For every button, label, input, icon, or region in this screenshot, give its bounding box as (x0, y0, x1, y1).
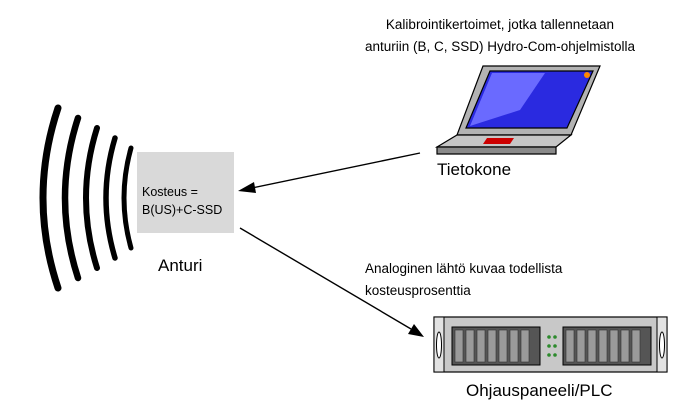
analog-output-caption: Analoginen lähtö kuvaa todellista kosteu… (365, 258, 562, 302)
sensor-formula-line1: Kosteus = (142, 185, 198, 199)
signal-waves-icon (39, 104, 134, 292)
sensor-label: Anturi (158, 256, 203, 275)
computer-label: Tietokone (437, 160, 512, 179)
control-panel-label: Ohjauspaneeli/PLC (466, 381, 613, 400)
sensor-formula-line2: B(US)+C-SSD (142, 203, 223, 217)
sensor-box: Kosteus = B(US)+C-SSD (137, 152, 234, 233)
laptop-icon (434, 65, 601, 155)
control-panel-icon (433, 316, 668, 373)
calibration-caption-line2: anturiin (B, C, SSD) Hydro-Com-ohjelmist… (364, 39, 636, 54)
sensor-formula: Kosteus = B(US)+C-SSD (142, 183, 222, 219)
analog-caption-line2: kosteusprosenttia (365, 283, 471, 298)
arrow-sensor-to-panel (239, 227, 424, 337)
analog-caption-line1: Analoginen lähtö kuvaa todellista (365, 261, 563, 276)
arrow-laptop-to-sensor (238, 152, 421, 193)
calibration-caption: Kalibrointikertoimet, jotka tallennetaan… (325, 14, 675, 58)
calibration-caption-line1: Kalibrointikertoimet, jotka tallennetaan (385, 17, 615, 32)
